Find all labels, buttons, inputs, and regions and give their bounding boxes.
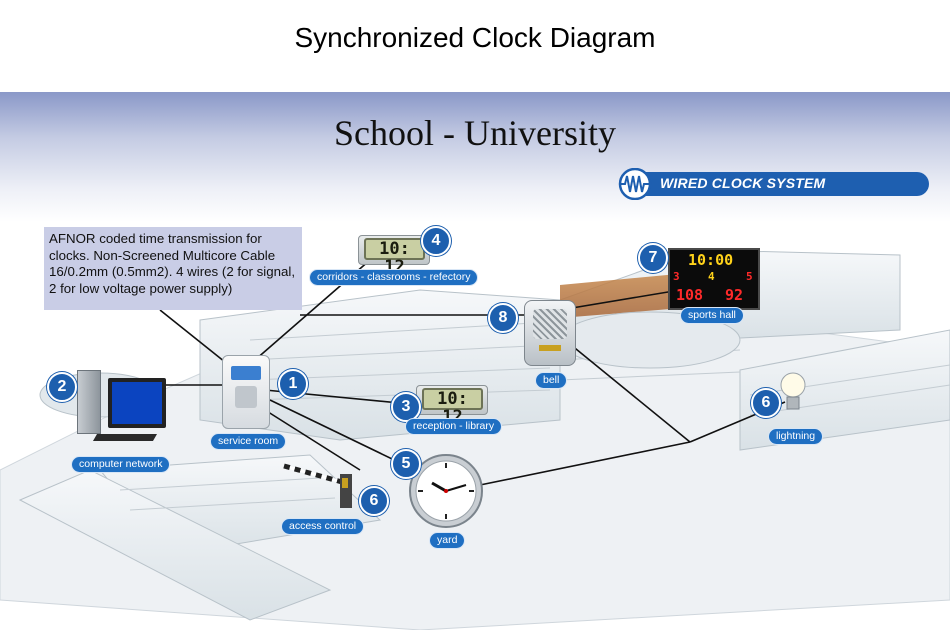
scoreboard-period: 4 [708,270,715,283]
access-barrier [283,463,352,508]
master-clock-unit [222,355,270,429]
wired-clock-system-badge [618,168,929,200]
bell-grille [533,309,567,339]
yard-analog-clock [409,454,483,528]
master-clock-screen [231,366,261,380]
page-title: Synchronized Clock Diagram [294,22,656,53]
wired-clock-system-label: WIRED CLOCK SYSTEM [660,175,826,191]
badge-4: 4 [421,226,451,256]
reception-clock-display: 10: 12 [422,388,483,426]
label-bell: bell [535,372,568,389]
campus-illustration [0,249,950,630]
computer-tower [77,370,101,434]
label-computer-network: computer network [71,456,171,473]
label-yard: yard [429,532,466,549]
label-service-room: service room [210,433,287,450]
badge-5: 5 [391,449,421,479]
badge-1: 1 [278,369,308,399]
computer-keyboard [92,434,158,441]
master-clock-keypad [235,386,257,408]
scoreboard-away-score: 92 [725,286,744,304]
badge-2: 2 [47,372,77,402]
badge-8: 8 [488,303,518,333]
badge-7: 7 [638,243,668,273]
label-access-control: access control [281,518,365,535]
badge-3: 3 [391,392,421,422]
label-lightning: lightning [768,428,824,445]
light-bulb-icon [780,372,806,410]
cable-note-box [44,227,302,310]
label-corridors: corridors - classrooms - refectory [309,269,479,286]
badge-6-lightning: 6 [751,388,781,418]
computer-monitor [108,378,166,428]
scoreboard-home-score: 108 [676,286,704,304]
label-sports-hall: sports hall [680,307,744,324]
bell-logo-plate [539,345,561,351]
scoreboard: 10:00 3 4 5 108 92 [668,248,760,310]
badge-6-access: 6 [359,486,389,516]
scoreboard-time: 10:00 [688,251,734,269]
cable-note-text: AFNOR coded time transmission for clocks… [49,231,296,296]
label-reception-library: reception - library [405,418,503,435]
diagram-subtitle: School - University [334,113,616,153]
header-banner [0,92,950,222]
scoreboard-away-fouls: 5 [746,270,753,283]
corridor-clock-display: 10: 12 [364,238,425,276]
scoreboard-home-fouls: 3 [673,270,680,283]
bell-speaker [524,300,576,366]
